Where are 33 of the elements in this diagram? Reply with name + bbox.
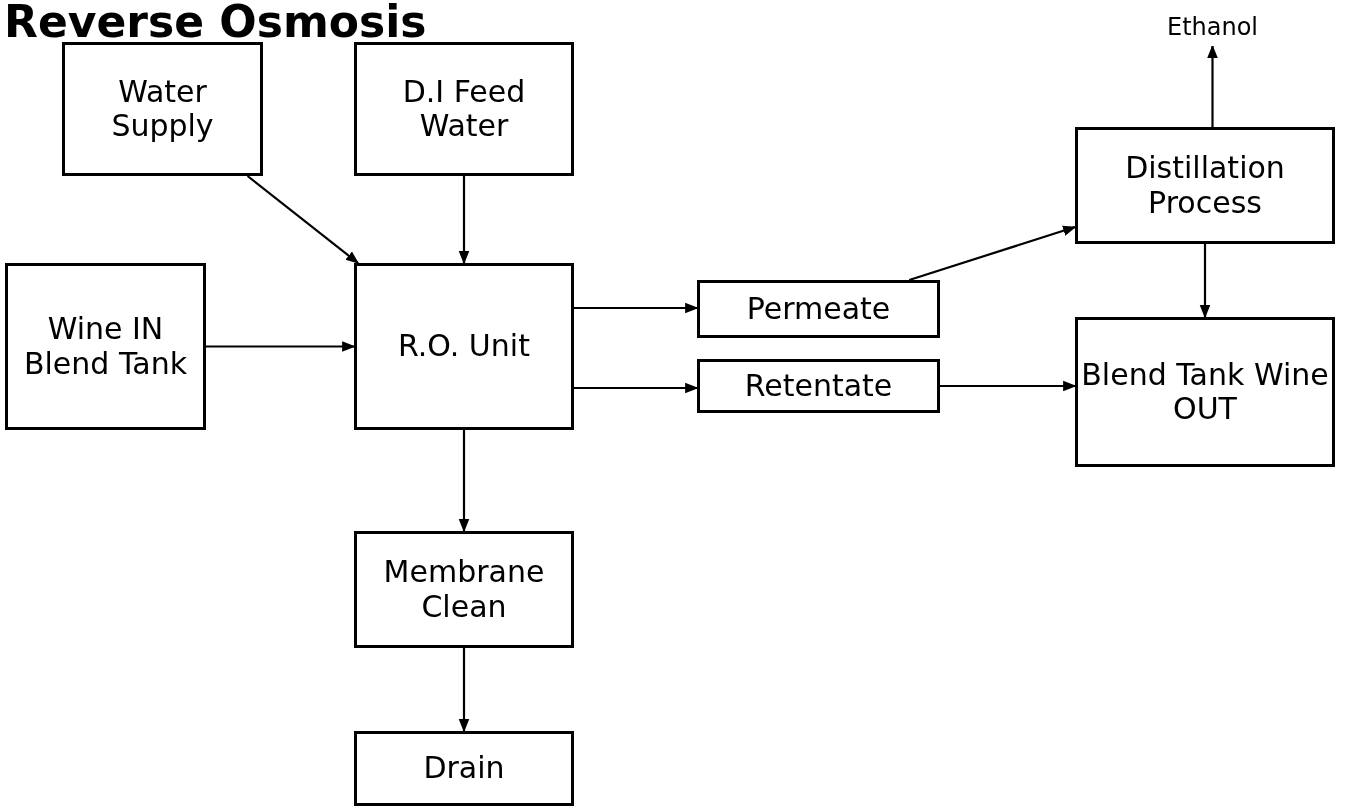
box-label: D.I Feed Water (401, 74, 527, 144)
box-label: Membrane Clean (382, 555, 546, 624)
process-box (354, 731, 574, 806)
box-label: Water Supply (110, 74, 215, 144)
process-box (1075, 317, 1335, 467)
diagram-title: Reverse Osmosis (4, 0, 427, 47)
arrow (908, 225, 1077, 282)
process-box (697, 280, 940, 338)
arrow (206, 341, 356, 352)
process-box (354, 263, 574, 430)
arrow (458, 430, 470, 533)
arrow (1207, 44, 1218, 127)
box-label: Permeate (746, 291, 891, 327)
arrow (458, 648, 470, 733)
process-box (62, 42, 263, 176)
output-label: Ethanol (1166, 14, 1259, 42)
box-label: R.O. Unit (398, 329, 530, 364)
arrow (940, 380, 1077, 392)
arrow (574, 302, 699, 314)
box-label: Retentate (744, 368, 893, 404)
arrow (1199, 244, 1211, 319)
arrow (246, 175, 360, 264)
process-box (354, 42, 574, 176)
process-box (697, 359, 940, 413)
arrow (458, 176, 470, 265)
process-box (1075, 127, 1335, 244)
box-label: Wine IN Blend Tank (22, 312, 189, 381)
process-box (5, 263, 206, 430)
process-box (354, 531, 574, 648)
box-label: Distillation Process (1124, 151, 1286, 220)
box-label: Drain (423, 751, 505, 786)
box-label: Blend Tank Wine OUT (1080, 357, 1330, 427)
arrow (574, 382, 699, 394)
